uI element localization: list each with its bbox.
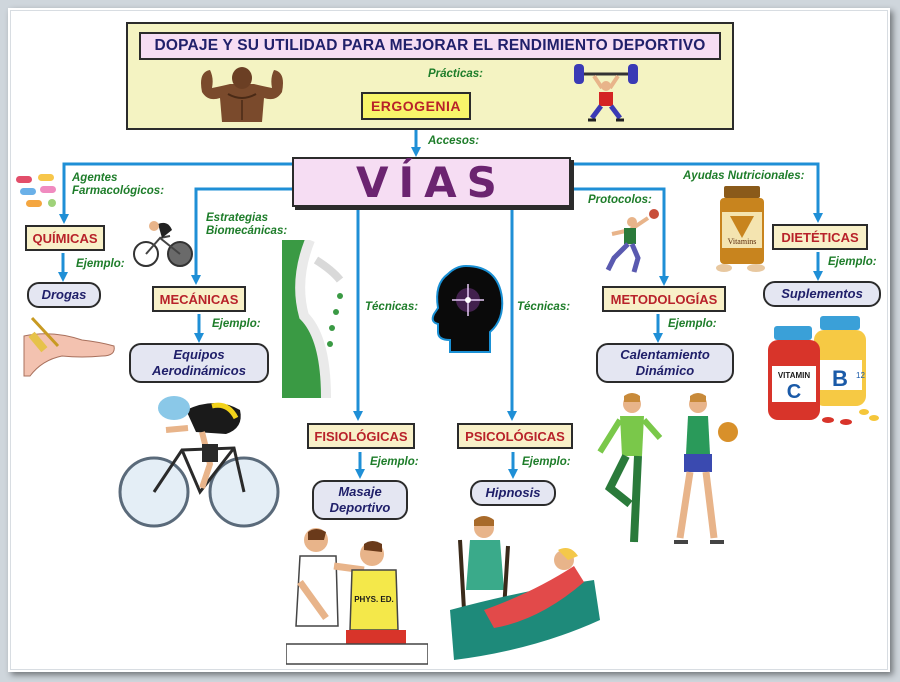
category-fisiologicas: FISIOLÓGICAS [307,423,415,449]
label-ejemplo-psicologicas: Ejemplo: [522,456,571,468]
cyclist-small-illustration [133,221,193,267]
thrower-illustration [605,209,659,273]
vitamins-brand-text: Vitamins [728,237,757,246]
bodybuilder-illustration [201,67,283,122]
example-hipnosis: Hipnosis [470,480,556,506]
category-psicologicas: PSICOLÓGICAS [457,423,573,449]
vitamin-jars-illustration: B 12 VITAMIN C [768,316,879,425]
label-ejemplo-metodologias: Ejemplo: [668,318,717,330]
vitamin-b-letter: B [832,366,848,391]
category-metodologias: METODOLOGÍAS [602,286,726,312]
injection-illustration [23,316,115,377]
warmup-athletes-illustration [597,393,738,544]
label-ejemplo-fisiologicas: Ejemplo: [370,456,419,468]
link-dieteticas [573,162,823,223]
label-ayudas-nutricionales: Ayudas Nutricionales: [683,170,805,182]
label-ejemplo-dieteticas: Ejemplo: [828,256,877,268]
label-protocolos: Protocolos: [588,194,652,206]
vitamin-bottle-illustration: Vitamins [716,186,765,272]
label-tecnicas-fisiologicas: Técnicas: [365,301,419,313]
example-suplementos: Suplementos [763,281,881,307]
leg-anatomy-illustration [282,240,356,398]
link-mecanicas [191,187,292,285]
vias-box: VÍAS [292,157,571,207]
label-ejemplo-mecanicas: Ejemplo: [212,318,261,330]
vitamin-b-subscript: 12 [856,371,865,380]
ergogenia-box: ERGOGENIA [361,92,471,120]
link-quimicas [59,162,292,224]
hypnosis-illustration [450,516,600,660]
page-title: DOPAJE Y SU UTILIDAD PARA MEJORAR EL REN… [139,32,721,60]
massage-illustration: PHYS. ED. [286,528,428,665]
example-drogas: Drogas [27,282,101,308]
link-metodologias [573,187,669,286]
weightlifter-illustration [574,64,638,122]
cyclist-large-illustration [118,396,280,528]
category-dieteticas: DIETÉTICAS [772,224,868,250]
category-mecanicas: MECÁNICAS [152,286,246,312]
pills-illustration [16,174,56,207]
label-practicas: Prácticas: [428,68,483,80]
label-accesos: Accesos: [428,135,480,147]
vitamin-c-letter: C [787,381,801,403]
label-ejemplo-quimicas: Ejemplo: [76,258,125,270]
vitamin-c-label: VITAMIN [778,371,811,380]
phys-ed-shirt-text: PHYS. ED. [354,595,394,604]
category-quimicas: QUÍMICAS [25,225,105,251]
label-tecnicas-psicologicas: Técnicas: [517,301,571,313]
head-silhouette-illustration [431,264,504,353]
